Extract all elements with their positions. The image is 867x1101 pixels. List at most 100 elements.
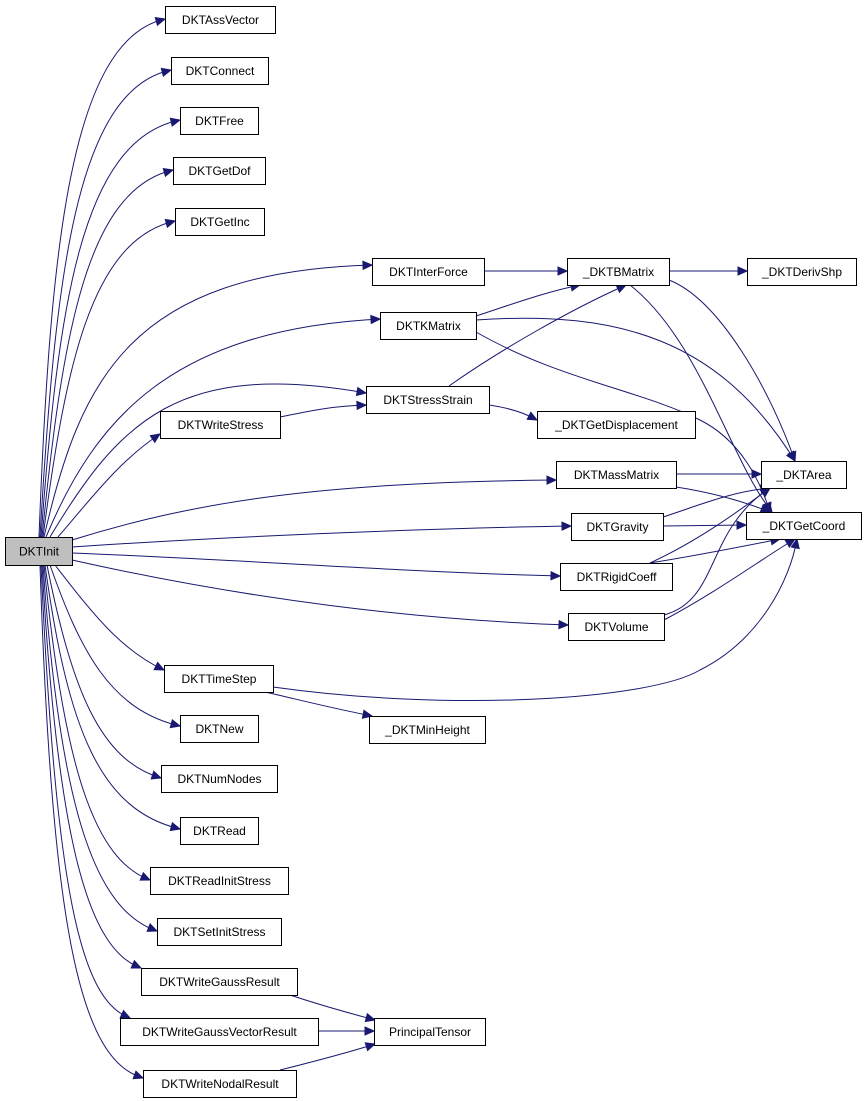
- node-dktnew[interactable]: DKTNew: [180, 715, 259, 743]
- edge-arrowhead: [154, 16, 167, 27]
- edge-dktinit-to-dktkmatrix: [45, 314, 382, 538]
- node-dktnumnodes[interactable]: DKTNumNodes: [161, 765, 278, 793]
- edge-line: [279, 1043, 376, 1071]
- edge-arrowhead: [153, 661, 166, 671]
- node-dktgravity[interactable]: DKTGravity: [571, 513, 664, 541]
- node-principaltensor[interactable]: PrincipalTensor: [374, 1018, 486, 1046]
- edge-arrowhead: [557, 266, 569, 276]
- edge-arrowhead: [364, 1026, 376, 1036]
- node-dktminheight[interactable]: _DKTMinHeight: [369, 716, 486, 744]
- edge-_dktbmatrix-to-_dktderivshp: [669, 266, 749, 276]
- node-dktgetinc[interactable]: DKTGetInc: [175, 208, 265, 236]
- node-dktsetinitstress[interactable]: DKTSetInitStress: [157, 918, 282, 946]
- node-label: DKTFree: [195, 114, 244, 128]
- edge-arrowhead: [164, 218, 177, 229]
- node-label: DKTInit: [19, 545, 60, 559]
- node-dktconnect[interactable]: DKTConnect: [171, 57, 269, 85]
- node-dktwritegaussvectorresult[interactable]: DKTWriteGaussVectorResult: [120, 1018, 319, 1046]
- edge-line: [44, 564, 181, 830]
- edge-dktvolume-to-_dktgetcoord: [663, 538, 797, 621]
- node-dktvolume[interactable]: DKTVolume: [568, 613, 665, 641]
- edge-arrowhead: [169, 821, 182, 832]
- node-label: DKTConnect: [186, 64, 255, 78]
- edge-arrowhead: [139, 871, 152, 881]
- edge-line: [71, 525, 572, 548]
- edge-dktinit-to-dktnumnodes: [46, 564, 163, 780]
- edge-line: [663, 487, 771, 616]
- node-dktstressstrain[interactable]: DKTStressStrain: [366, 386, 490, 414]
- node-dktgetcoord[interactable]: _DKTGetCoord: [746, 512, 862, 540]
- node-box: [537, 411, 696, 439]
- node-label: DKTAssVector: [182, 13, 259, 27]
- node-label: _DKTBMatrix: [582, 265, 654, 279]
- node-dktwritenodalresult[interactable]: DKTWriteNodalResult: [143, 1070, 297, 1098]
- node-dktreadinitstress[interactable]: DKTReadInitStress: [150, 867, 289, 895]
- edge-line: [475, 317, 796, 462]
- edge-arrowhead: [169, 117, 182, 127]
- node-box: [150, 867, 289, 895]
- node-box: [372, 258, 485, 286]
- node-dktderivshp[interactable]: _DKTDerivShp: [747, 258, 857, 286]
- edge-line: [57, 433, 161, 538]
- node-label: _DKTGetDisplacement: [554, 418, 678, 432]
- edge-dktinit-to-dkttimestep: [54, 564, 166, 671]
- edge-arrowhead: [146, 923, 159, 932]
- node-dkttimestep[interactable]: DKTTimeStep: [164, 665, 274, 693]
- node-label: DKTSetInitStress: [173, 925, 265, 939]
- edge-dktinit-to-dktinterforce: [43, 260, 374, 538]
- edge-arrowhead: [759, 487, 772, 498]
- edge-line: [49, 383, 367, 538]
- edge-line: [71, 559, 569, 626]
- node-dktgetdof[interactable]: DKTGetDof: [173, 157, 266, 185]
- node-dktread[interactable]: DKTRead: [180, 817, 259, 845]
- edge-dktinit-to-dktnew: [49, 564, 182, 729]
- node-dktfree[interactable]: DKTFree: [180, 107, 259, 135]
- edge-line: [663, 538, 796, 621]
- edge-dktwritegaussresult-to-principaltensor: [289, 994, 377, 1023]
- edge-arrowhead: [130, 959, 143, 969]
- edge-line: [42, 220, 176, 538]
- node-dktinterforce[interactable]: DKTInterForce: [372, 258, 485, 286]
- edge-line: [40, 564, 131, 1019]
- node-dktgetdisplacement[interactable]: _DKTGetDisplacement: [537, 411, 696, 439]
- edge-arrowhead: [169, 719, 182, 729]
- node-box: [143, 1070, 297, 1098]
- node-dktwritestress[interactable]: DKTWriteStress: [160, 411, 281, 439]
- node-dktassvector[interactable]: DKTAssVector: [165, 6, 276, 34]
- edge-arrowhead: [149, 433, 162, 444]
- edge-dktmassmatrix-to-_dktarea: [676, 469, 763, 479]
- node-dktarea[interactable]: _DKTArea: [761, 461, 847, 489]
- node-box: [180, 817, 259, 845]
- node-label: DKTNew: [195, 722, 243, 736]
- node-label: _DKTArea: [775, 468, 831, 482]
- edge-line: [46, 564, 162, 779]
- node-label: DKTWriteGaussVectorResult: [142, 1025, 297, 1039]
- edge-arrowhead: [132, 1070, 145, 1080]
- edge-dktwritegaussvectorresult-to-principaltensor: [318, 1026, 376, 1036]
- edge-dktinit-to-dktread: [44, 564, 182, 832]
- edge-line: [662, 524, 747, 527]
- node-dktmassmatrix[interactable]: DKTMassMatrix: [556, 461, 677, 489]
- node-dktinit[interactable]: DKTInit: [5, 537, 73, 566]
- edge-arrowhead: [526, 411, 539, 421]
- edge-line: [475, 284, 581, 317]
- node-box: [171, 57, 269, 85]
- edge-line: [71, 552, 561, 577]
- edge-line: [39, 69, 172, 538]
- edge-dktinterforce-to-_dktbmatrix: [484, 266, 569, 276]
- node-box: [160, 411, 281, 439]
- edge-arrowhead: [364, 1012, 377, 1023]
- node-dktrigidcoeff[interactable]: DKTRigidCoeff: [560, 563, 673, 591]
- node-label: DKTRigidCoeff: [577, 570, 657, 584]
- edge-dktinit-to-dktrigidcoeff: [71, 552, 562, 581]
- node-label: DKTWriteGaussResult: [159, 975, 280, 989]
- call-graph-edges: [38, 16, 800, 1080]
- edge-arrowhead: [790, 537, 800, 550]
- node-dktbmatrix[interactable]: _DKTBMatrix: [567, 258, 670, 286]
- edge-dktmassmatrix-to-_dktgetcoord: [675, 486, 772, 514]
- node-dktwritegaussresult[interactable]: DKTWriteGaussResult: [141, 968, 298, 996]
- node-box: [180, 715, 259, 743]
- edge-dktinit-to-dktconnect: [39, 67, 173, 538]
- node-dktkmatrix[interactable]: DKTKMatrix: [380, 312, 477, 340]
- node-box: [560, 563, 673, 591]
